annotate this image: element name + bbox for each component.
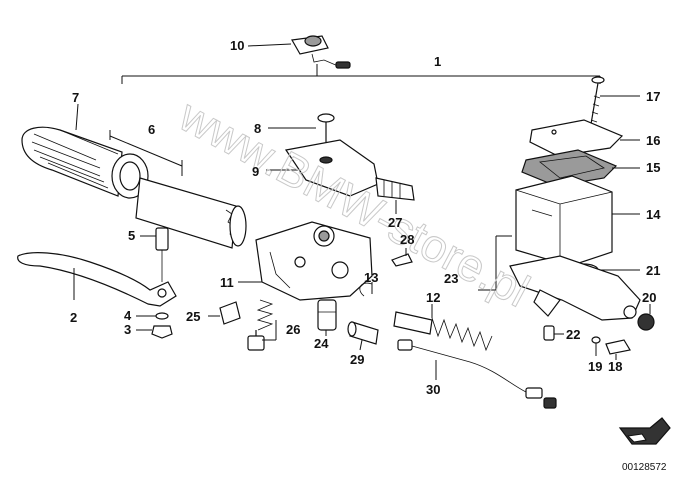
part-4-washer (136, 312, 169, 320)
callout-19: 19 (588, 359, 602, 374)
part-11-main-housing (238, 221, 373, 301)
callout-27: 27 (388, 215, 402, 230)
part-14-reservoir (515, 175, 640, 267)
part-7-grip (21, 103, 149, 199)
part-5-pivot-bolt (140, 227, 169, 282)
callout-30: 30 (426, 382, 440, 397)
callout-1: 1 (434, 54, 441, 69)
part-15-diaphragm (521, 149, 640, 187)
callout-14: 14 (646, 207, 661, 222)
part-22-screw (543, 325, 564, 341)
direction-arrow-icon (618, 417, 671, 445)
callout-21: 21 (646, 263, 660, 278)
part-25-bolt (208, 301, 241, 325)
part-18-bolt (605, 339, 631, 360)
callout-22: 22 (566, 327, 580, 342)
part-2-brake-lever (17, 252, 177, 307)
callout-29: 29 (350, 352, 364, 367)
callout-17: 17 (646, 89, 660, 104)
callout-9: 9 (252, 164, 259, 179)
diagram-code: 00128572 (622, 462, 667, 473)
part-17-long-screw (589, 76, 640, 131)
part-24-plunger (317, 299, 337, 336)
callout-3: 3 (124, 322, 131, 337)
part-16-reservoir-lid (529, 119, 640, 157)
callout-15: 15 (646, 160, 660, 175)
callout-24: 24 (314, 336, 329, 351)
callout-12: 12 (426, 290, 440, 305)
part-12-piston-spring (393, 304, 493, 352)
callout-25: 25 (186, 309, 200, 324)
part-26-spring (247, 299, 277, 351)
part-8-screw (268, 113, 335, 142)
callout-6: 6 (148, 122, 155, 137)
part-3-nut (136, 325, 173, 339)
callout-labels: 1 2 3 4 5 6 7 8 9 10 11 12 13 14 15 16 1… (70, 38, 661, 397)
callout-28: 28 (400, 232, 414, 247)
callout-4: 4 (124, 308, 132, 323)
assembly-bracket (121, 64, 601, 84)
callout-13: 13 (364, 270, 378, 285)
callout-18: 18 (608, 359, 622, 374)
part-30-cable (397, 339, 557, 409)
callout-5: 5 (128, 228, 135, 243)
part-19-washer (591, 336, 601, 356)
callout-16: 16 (646, 133, 660, 148)
part-20-end-cap (637, 304, 655, 331)
callout-11: 11 (220, 275, 234, 290)
part-10-switch (247, 35, 351, 69)
part-23-leader (478, 235, 512, 291)
part-29-adjuster (347, 321, 379, 351)
callout-7: 7 (72, 90, 79, 105)
callout-20: 20 (642, 290, 656, 305)
callout-8: 8 (254, 121, 261, 136)
part-13-clip (359, 282, 373, 297)
master-cylinder-body (509, 255, 641, 321)
part-9-housing-cover (266, 139, 379, 197)
callout-2: 2 (70, 310, 77, 325)
part-28-bolt (391, 248, 413, 267)
callout-26: 26 (286, 322, 300, 337)
callout-10: 10 (230, 38, 244, 53)
part-27-cable-boot (375, 177, 415, 214)
part-6-throttle-tube (109, 130, 247, 249)
callout-23: 23 (444, 271, 458, 286)
